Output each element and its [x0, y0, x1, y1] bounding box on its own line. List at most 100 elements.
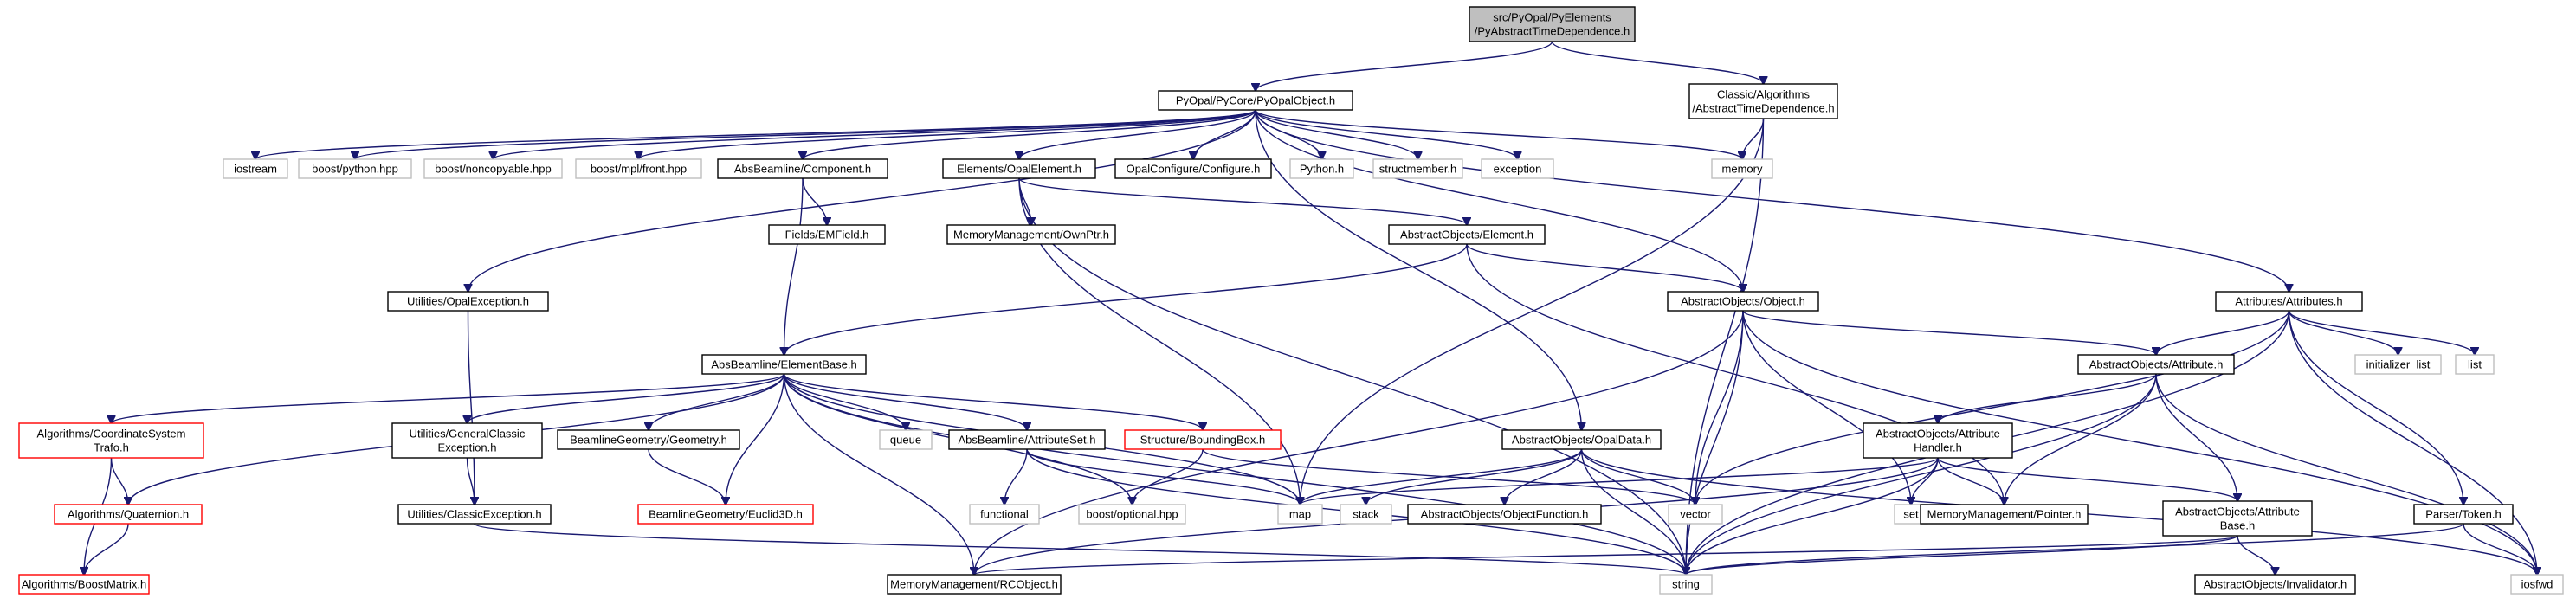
node-label-coordsys: Algorithms/CoordinateSystem [37, 428, 186, 441]
node-label-boost_python: boost/python.hpp [312, 163, 398, 176]
node-box-iostream [223, 158, 288, 179]
node-pyopalobject[interactable]: PyOpal/PyCore/PyOpalObject.h [1158, 90, 1353, 111]
edge-attributes-to-iosfwd [2288, 310, 2538, 575]
node-opalexception[interactable]: Utilities/OpalException.h [387, 291, 549, 312]
node-label-iostream: iostream [234, 163, 277, 176]
edge-attributebase-to-rcobject [974, 535, 2238, 575]
node-box-iosfwd [2510, 574, 2564, 595]
node-label-exception: exception [1494, 163, 1542, 176]
node-attribute[interactable]: AbstractObjects/Attribute.h [2077, 354, 2235, 375]
node-box-token [2413, 504, 2514, 525]
node-label-opalexception: Utilities/OpalException.h [407, 295, 529, 308]
edge-pyopalobject-to-object [1255, 109, 1743, 292]
node-label-root: /PyAbstractTimeDependence.h [1475, 25, 1630, 38]
node-pointer[interactable]: MemoryManagement/Pointer.h [1920, 504, 2089, 525]
node-elementbase[interactable]: AbsBeamline/ElementBase.h [701, 354, 867, 375]
node-classicexception[interactable]: Utilities/ClassicException.h [397, 504, 552, 525]
node-box-queue [879, 429, 933, 450]
node-label-set: set [1903, 508, 1919, 521]
node-label-quaternion: Algorithms/Quaternion.h [68, 508, 189, 521]
edge-attributebase-to-invalidator [2237, 535, 2276, 575]
node-label-list: list [2468, 358, 2482, 371]
node-label-boostmatrix: Algorithms/BoostMatrix.h [22, 578, 147, 591]
node-box-functional [969, 504, 1040, 525]
node-box-list [2455, 354, 2495, 375]
node-box-boost_optional [1078, 504, 1186, 525]
node-label-emfield: Fields/EMField.h [785, 228, 869, 241]
edge-attributeset-to-functional [1004, 448, 1028, 505]
node-boost_noncopyable: boost/noncopyable.hpp [423, 158, 563, 179]
node-emfield[interactable]: Fields/EMField.h [768, 224, 886, 245]
edge-token-to-iosfwd [2463, 523, 2537, 575]
node-box-quaternion [54, 504, 203, 525]
node-invalidator[interactable]: AbstractObjects/Invalidator.h [2194, 574, 2356, 595]
edge-opaldata-to-stack [1366, 448, 1583, 505]
node-rcobject[interactable]: MemoryManagement/RCObject.h [887, 574, 1062, 595]
node-label-ownptr: MemoryManagement/OwnPtr.h [953, 228, 1109, 241]
node-attributes[interactable]: Attributes/Attributes.h [2215, 291, 2363, 312]
node-objectfunction[interactable]: AbstractObjects/ObjectFunction.h [1407, 504, 1602, 525]
node-token[interactable]: Parser/Token.h [2413, 504, 2514, 525]
node-box-emfield [768, 224, 886, 245]
node-box-invalidator [2194, 574, 2356, 595]
edge-attributes-to-list [2288, 310, 2476, 355]
node-box-element [1388, 224, 1546, 245]
node-label-abstracttimedependence: /AbstractTimeDependence.h [1692, 102, 1834, 115]
node-quaternion[interactable]: Algorithms/Quaternion.h [54, 504, 203, 525]
node-box-geometry [557, 429, 740, 450]
edge-element-to-elementbase [784, 243, 1468, 355]
node-stack: stack [1340, 504, 1392, 525]
node-functional: functional [969, 504, 1040, 525]
node-boost_optional: boost/optional.hpp [1078, 504, 1186, 525]
node-root[interactable]: src/PyOpal/PyElements/PyAbstractTimeDepe… [1469, 6, 1636, 42]
node-element[interactable]: AbstractObjects/Element.h [1388, 224, 1546, 245]
edge-attribute-to-pointer [2005, 373, 2157, 505]
node-configure[interactable]: OpalConfigure/Configure.h [1114, 158, 1272, 179]
edge-attributes-to-vector [1695, 310, 2290, 505]
node-component[interactable]: AbsBeamline/Component.h [717, 158, 888, 179]
node-label-initializer_list: initializer_list [2366, 358, 2431, 371]
node-label-stack: stack [1353, 508, 1379, 521]
node-label-attributeset: AbsBeamline/AttributeSet.h [959, 434, 1096, 447]
node-label-attributebase: AbstractObjects/Attribute [2175, 505, 2300, 518]
node-label-opalelement: Elements/OpalElement.h [957, 163, 1081, 176]
node-label-rcobject: MemoryManagement/RCObject.h [890, 578, 1058, 591]
edge-elementbase-to-coordsys [112, 373, 785, 423]
node-label-attributehandler: AbstractObjects/Attribute [1876, 428, 2000, 441]
edge-pyopalobject-to-memory [1255, 109, 1742, 159]
node-label-python_h: Python.h [1300, 163, 1344, 176]
node-boostmatrix[interactable]: Algorithms/BoostMatrix.h [18, 574, 150, 595]
edge-attributebase-to-string [1686, 535, 2238, 575]
edge-generalclassicexception-to-classicexception [466, 457, 475, 505]
node-abstracttimedependence[interactable]: Classic/Algorithms/AbstractTimeDependenc… [1688, 83, 1838, 119]
edge-object-to-string [1686, 310, 1744, 575]
node-boundingbox[interactable]: Structure/BoundingBox.h [1124, 429, 1282, 450]
node-object[interactable]: AbstractObjects/Object.h [1667, 291, 1819, 312]
node-box-boost_python [298, 158, 412, 179]
node-box-boundingbox [1124, 429, 1282, 450]
node-box-initializer_list [2354, 354, 2442, 375]
node-box-rcobject [887, 574, 1062, 595]
edge-attributehandler-to-map [1301, 457, 1939, 505]
node-geometry[interactable]: BeamlineGeometry/Geometry.h [557, 429, 740, 450]
node-map: map [1277, 504, 1323, 525]
edge-boundingbox-to-boost_optional [1133, 448, 1204, 505]
node-attributeset[interactable]: AbsBeamline/AttributeSet.h [948, 429, 1106, 450]
edge-opalelement-to-ownptr [1018, 177, 1031, 225]
node-opalelement[interactable]: Elements/OpalElement.h [942, 158, 1096, 179]
node-box-boost_noncopyable [423, 158, 563, 179]
edge-pyopalobject-to-structmember [1255, 109, 1418, 159]
node-box-elementbase [701, 354, 867, 375]
node-box-memory [1711, 158, 1773, 179]
node-box-opalelement [942, 158, 1096, 179]
node-label-queue: queue [890, 434, 921, 447]
node-euclid3d[interactable]: BeamlineGeometry/Euclid3D.h [637, 504, 814, 525]
node-label-boundingbox: Structure/BoundingBox.h [1140, 434, 1266, 447]
node-ownptr[interactable]: MemoryManagement/OwnPtr.h [946, 224, 1116, 245]
node-memory: memory [1711, 158, 1773, 179]
node-opaldata[interactable]: AbstractObjects/OpalData.h [1501, 429, 1662, 450]
